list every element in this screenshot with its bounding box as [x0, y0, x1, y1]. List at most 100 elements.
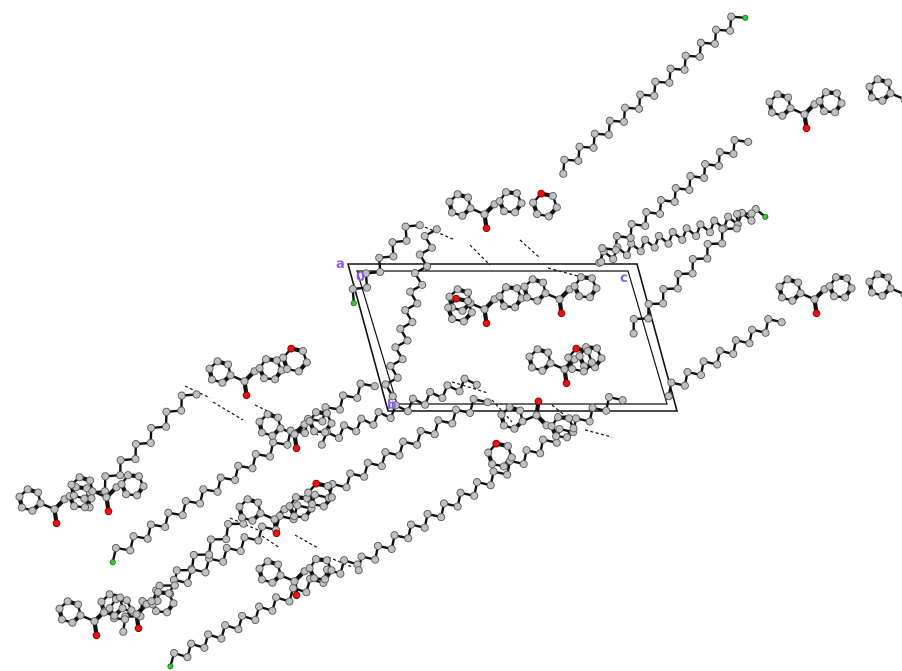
carbon-atom-184: [451, 405, 461, 414]
carbon-atom-38: [682, 224, 691, 233]
oxygen-atom-496: [134, 624, 143, 633]
hydrogen-bond-10: [551, 404, 569, 419]
hydrogen-bond-9: [491, 399, 513, 423]
carbon-atom-266: [374, 407, 383, 417]
carbon-atom-394: [260, 374, 269, 383]
carbon-atom-94: [688, 269, 697, 278]
carbon-atom-79: [729, 349, 738, 358]
carbon-atom-412: [322, 409, 331, 418]
carbon-atom-246: [519, 459, 528, 469]
oxygen-atom-591: [492, 439, 501, 448]
carbon-atom-284: [403, 336, 412, 345]
carbon-atom-226: [354, 566, 363, 575]
carbon-atom-264: [357, 414, 366, 423]
carbon-atom-230: [387, 544, 396, 554]
carbon-atom-474: [68, 618, 77, 627]
carbon-atom-288: [413, 299, 422, 308]
carbon-atom-235: [423, 509, 432, 519]
carbon-atom-566: [529, 198, 538, 207]
carbon-atom-118: [234, 461, 243, 470]
axis-label-b: b: [387, 398, 396, 413]
hydrogen-bond-2: [519, 239, 541, 259]
carbon-atom-418: [254, 498, 263, 507]
carbon-atom-95: [688, 254, 697, 264]
carbon-atom-382: [564, 414, 573, 423]
carbon-atom-386: [205, 364, 214, 373]
carbon-atom-329: [480, 305, 489, 314]
carbon-atom-251: [555, 424, 564, 434]
carbon-atom-144: [162, 422, 171, 431]
carbon-atom-101: [733, 209, 742, 219]
carbon-atom-192: [200, 643, 209, 652]
carbon-atom-415: [237, 513, 246, 522]
carbon-atom-538: [794, 278, 803, 287]
carbon-atom-153: [183, 578, 192, 588]
carbon-atom-280: [393, 373, 402, 382]
carbon-atom-582: [319, 502, 328, 511]
unit-cell-back-face: [356, 270, 668, 405]
carbon-atom-140: [131, 454, 140, 464]
carbon-atom-62: [685, 185, 694, 194]
carbon-atom-460: [69, 491, 78, 500]
carbon-atom-102: [747, 209, 756, 218]
carbon-atom-270: [408, 394, 417, 403]
carbon-atom-333: [510, 303, 520, 312]
carbon-atom-446: [15, 492, 24, 501]
carbon-atom-217: [170, 581, 179, 590]
carbon-atom-51: [598, 244, 607, 253]
carbon-atom-208: [336, 569, 345, 578]
carbon-atom-587: [507, 453, 516, 462]
carbon-atom-378: [562, 433, 572, 442]
carbon-atom-539: [810, 295, 819, 304]
carbon-atom-59: [656, 196, 666, 205]
carbon-atom-148: [192, 390, 201, 399]
carbon-atom-536: [775, 282, 784, 291]
carbon-atom-112: [181, 496, 190, 506]
carbon-atom-594: [459, 317, 468, 326]
carbon-atom-370: [499, 421, 508, 430]
carbon-atom-186: [469, 394, 478, 404]
carbon-atom-467: [139, 482, 148, 491]
carbon-atom-336: [501, 283, 511, 292]
carbon-atom-73: [680, 381, 689, 390]
carbon-atom-233: [406, 520, 416, 529]
carbon-atom-223: [222, 535, 231, 544]
carbon-atom-359: [560, 365, 569, 374]
carbon-atom-328: [464, 288, 473, 297]
carbon-atom-472: [134, 472, 143, 481]
carbon-atom-141: [131, 440, 140, 449]
carbon-atom-178: [399, 437, 408, 446]
carbon-atom-35: [664, 239, 673, 248]
carbon-atom-258: [618, 396, 627, 405]
carbon-atom-137: [101, 472, 110, 481]
carbon-atom-501: [153, 588, 163, 597]
carbon-atom-53: [612, 232, 621, 241]
carbon-atom-274: [443, 381, 452, 390]
carbon-atom-64: [700, 173, 709, 182]
carbon-atom-20: [710, 39, 719, 48]
carbon-atom-343: [539, 278, 548, 287]
carbon-atom-40: [696, 220, 705, 229]
carbon-atom-57: [642, 208, 651, 217]
carbon-atom-120: [251, 450, 260, 459]
carbon-atom-290: [418, 280, 427, 289]
carbon-atom-443: [36, 499, 45, 508]
carbon-atom-431: [255, 564, 264, 573]
carbon-atom-145: [162, 407, 171, 416]
carbon-atom-352: [587, 274, 596, 283]
carbon-atom-434: [290, 577, 299, 586]
carbon-atom-158: [222, 543, 231, 552]
carbon-atom-379: [552, 432, 561, 441]
carbon-atom-239: [456, 488, 465, 497]
carbon-atom-242: [486, 481, 495, 490]
carbon-atom-403: [274, 413, 283, 422]
carbon-atom-492: [105, 590, 114, 599]
carbon-atom-464: [102, 493, 111, 502]
carbon-atom-545: [825, 282, 834, 291]
carbon-atom-571: [568, 364, 577, 374]
carbon-atom-320: [495, 197, 504, 206]
carbon-atom-123: [283, 440, 292, 449]
carbon-atom-84: [764, 315, 773, 324]
carbon-atom-179: [413, 440, 422, 449]
oxygen-atom-597: [452, 294, 461, 303]
